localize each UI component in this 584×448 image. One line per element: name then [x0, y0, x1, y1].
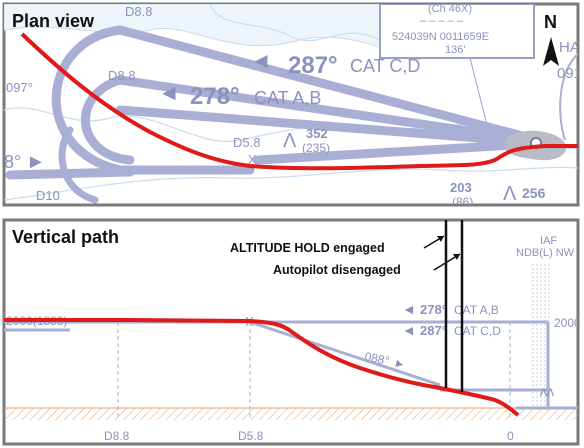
leg-category: CAT A,B — [254, 88, 321, 108]
obstacle-altitude: 256 — [522, 185, 546, 201]
track-category: CAT A,B — [454, 303, 499, 317]
ndb-marker-icon: ʌʌ — [540, 383, 554, 399]
distance-gridlines — [117, 322, 511, 420]
descent-heading: 088° — [363, 349, 390, 368]
track-label-287: ◄ 287° CAT C,D — [402, 322, 501, 338]
plan-view-panel: (Ch 46X) ‒ ‒ ‒ ‒ ‒ 524039N 0011659E 136' — [2, 2, 582, 209]
axis-label: 0 — [507, 429, 514, 443]
descent-arrow-icon: ► — [392, 355, 407, 372]
obstacle-altitude-sub: (86) — [452, 195, 473, 209]
course-lines — [5, 25, 535, 204]
navaid-morse: ‒ ‒ ‒ ‒ ‒ — [420, 15, 464, 27]
autopilot-disengaged-annotation: Autopilot disengaged — [273, 263, 401, 277]
flight-track-plan — [20, 32, 578, 171]
navaid-id-box — [379, 4, 535, 59]
heading-label: 8° — [4, 152, 21, 172]
pointer-arrow-head — [453, 254, 460, 260]
coastline — [209, 4, 381, 42]
leader-line — [469, 57, 488, 126]
north-label: N — [544, 12, 557, 32]
arrow-icon: ► — [26, 151, 46, 173]
leg-arrow-icon: ◄ — [250, 48, 272, 73]
obstacle-icon: Λ — [283, 130, 297, 152]
track-arrow-icon: ◄ — [402, 322, 416, 338]
altitude-label-right: 2000 — [554, 316, 581, 330]
navaid-elevation: 136' — [445, 44, 465, 56]
pointer-arrow-head — [437, 236, 444, 242]
flight-track-vertical — [4, 318, 520, 417]
ndb-label: NDB(L) NW — [516, 247, 575, 259]
track-heading: 287° — [420, 323, 447, 338]
leg-heading: 278° — [190, 83, 240, 110]
track-label-278: ◄ 278° CAT A,B — [402, 301, 499, 317]
leg-category: CAT C,D — [350, 56, 420, 76]
clipped-label: HA — [559, 39, 580, 56]
fix-label: D8.8 — [108, 68, 135, 83]
obstacle-altitude: 203 — [450, 180, 472, 195]
heading-label: 097° — [6, 80, 33, 95]
obstacle-icon: Λ — [503, 183, 517, 205]
obstacle-altitude-sub: (235) — [302, 141, 330, 155]
fix-marker-icon: X — [248, 152, 257, 167]
plan-view-title: Plan view — [12, 11, 95, 31]
leg-label-278: ◄ 278° CAT A,B — [158, 80, 321, 110]
altitude-hold-annotation: ALTITUDE HOLD engaged — [230, 241, 385, 255]
vertical-path-title: Vertical path — [12, 227, 119, 247]
leg-label-287: ◄ 287° CAT C,D — [250, 48, 420, 79]
leg-arrow-icon: ◄ — [158, 80, 180, 105]
track-arrow-icon: ◄ — [402, 301, 416, 317]
north-arrow-icon: N — [543, 12, 559, 66]
fix-label: D10 — [36, 188, 60, 203]
navaid-coordinates: 524039N 0011659E — [392, 31, 489, 43]
obstacle-altitude: 352 — [306, 126, 328, 141]
leg-heading: 287° — [288, 52, 338, 79]
fix-label: D5.8 — [233, 135, 260, 150]
fix-label: D8.8 — [125, 4, 152, 19]
track-heading: 278° — [420, 302, 447, 317]
holding-arc — [559, 52, 578, 141]
vertical-path-panel: IAF NDB(L) NW 2000(1883) 2000 — [2, 218, 581, 446]
track-category: CAT C,D — [454, 324, 501, 338]
coastline — [4, 166, 578, 201]
navaid-channel: (Ch 46X) — [428, 3, 472, 15]
iaf-label: IAF — [540, 235, 557, 247]
terrain-hatch — [4, 408, 578, 420]
axis-label: D8.8 — [104, 429, 130, 443]
axis-label: D5.8 — [238, 429, 264, 443]
clipped-label: 091 — [557, 65, 582, 82]
